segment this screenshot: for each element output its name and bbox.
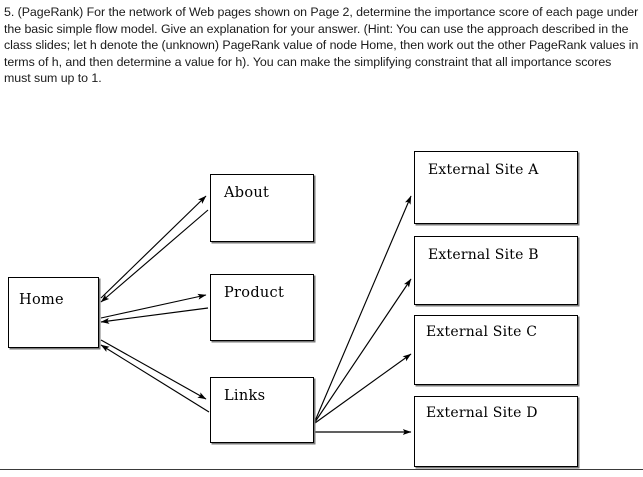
edge-links-to-home [100,344,210,413]
edge-links-to-site-c [314,353,412,424]
node-about-label: About [224,185,270,201]
node-home[interactable] [8,277,99,348]
node-product[interactable] [210,274,314,341]
node-external-site-b[interactable] [414,236,578,305]
node-home-label: Home [19,292,64,308]
node-external-site-a[interactable] [414,151,578,224]
edge-product-to-home [100,307,209,324]
edge-links-to-site-a [314,195,412,422]
node-external-site-d-label: External Site D [426,405,538,421]
edge-home-to-product [100,293,207,319]
node-external-site-c-label: External Site C [426,324,538,340]
node-external-site-b-label: External Site B [428,247,539,263]
page-divider-rule [0,469,643,470]
edge-home-to-links [100,339,207,400]
node-about[interactable] [210,174,314,242]
node-external-site-c[interactable] [414,315,578,385]
node-product-label: Product [224,285,285,301]
edge-links-to-site-b [314,278,412,423]
question-text: 5. (PageRank) For the network of Web pag… [4,5,642,86]
edge-home-to-about [100,195,207,299]
node-links-label: Links [224,388,266,404]
node-external-site-a-label: External Site A [428,162,539,178]
node-links[interactable] [210,377,314,443]
node-external-site-d[interactable] [414,396,578,467]
edge-about-to-home [100,209,209,303]
